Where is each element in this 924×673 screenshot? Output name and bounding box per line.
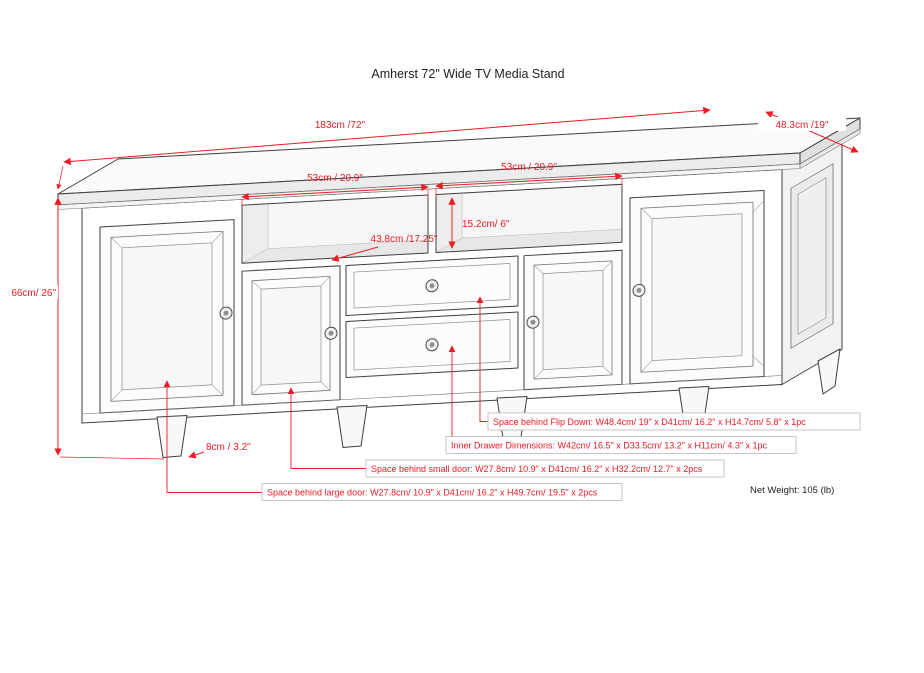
door-knob: [526, 315, 540, 329]
shelf-right-width-dimension: 53cm / 20.9": [435, 162, 623, 197]
small-door-annotation-text: Space behind small door: W27.8cm/ 10.9" …: [371, 464, 703, 474]
cabinet-leg: [156, 415, 188, 458]
door-knob: [219, 306, 233, 320]
flip-down-front: [345, 255, 519, 316]
door-knob: [632, 283, 646, 297]
small-door-annotation: Space behind small door: W27.8cm/ 10.9" …: [365, 459, 725, 478]
shelf-height-label: 15.2cm/ 6": [462, 219, 510, 230]
large-door-annotation: Space behind large door: W27.8cm/ 10.9" …: [261, 483, 623, 501]
center-drawer: [345, 311, 519, 378]
large-door-leader-line: [163, 380, 262, 493]
shelf-left-width-label: 53cm / 20.9": [307, 173, 363, 184]
base-molding-line: [81, 375, 783, 415]
diagram-title: Amherst 72" Wide TV Media Stand: [371, 67, 564, 81]
left-large-door: [99, 219, 235, 414]
height-dimension-label: 66cm/ 26": [11, 288, 56, 299]
large-door-annotation-text: Space behind large door: W27.8cm/ 10.9" …: [267, 488, 598, 498]
height-dimension: 66cm/ 26": [8, 197, 165, 460]
leg-height-label: 8cm / 3.2": [206, 442, 251, 453]
shelf-left-width-dimension: 53cm / 20.9": [241, 173, 429, 208]
drawer-annotation-text: Inner Drawer Dimensions: W42cm/ 16.5" x …: [451, 441, 768, 451]
shelf-depth-dimension: 43.8cm /17.25": [331, 234, 438, 262]
shelf-right-width-label: 53cm / 20.9": [501, 162, 557, 173]
depth-dimension: 48.3cm /19": [758, 111, 859, 153]
shelf-depth-label: 43.8cm /17.25": [371, 234, 438, 245]
cabinet-right-side: [781, 133, 843, 386]
drawer-annotation: Inner Drawer Dimensions: W42cm/ 16.5" x …: [445, 436, 797, 454]
drawer-knob: [425, 338, 439, 352]
door-knob: [324, 326, 338, 340]
cabinet-front: [81, 168, 783, 424]
shelf-height-dimension: 15.2cm/ 6": [448, 197, 510, 249]
leg-height-dimension: 8cm / 3.2": [188, 442, 251, 459]
left-small-door: [241, 265, 341, 406]
drawer-knob: [425, 279, 439, 293]
width-dimension-label: 183cm /72": [315, 120, 366, 131]
depth-dimension-label: 48.3cm /19": [775, 120, 828, 131]
right-large-door: [629, 189, 765, 385]
cabinet-leg: [817, 348, 841, 395]
right-small-door: [523, 249, 623, 391]
flipdown-leader-line: [476, 296, 488, 422]
small-door-leader-line: [287, 387, 366, 469]
flipdown-annotation-text: Space behind Flip Down: W48.4cm/ 19" x D…: [493, 417, 806, 427]
net-weight-label: Net Weight: 105 (lb): [750, 485, 834, 496]
width-dimension: 183cm /72": [56, 106, 711, 190]
flipdown-annotation: Space behind Flip Down: W48.4cm/ 19" x D…: [487, 412, 861, 431]
cabinet-leg: [336, 405, 368, 448]
open-shelf-left: [241, 194, 429, 264]
